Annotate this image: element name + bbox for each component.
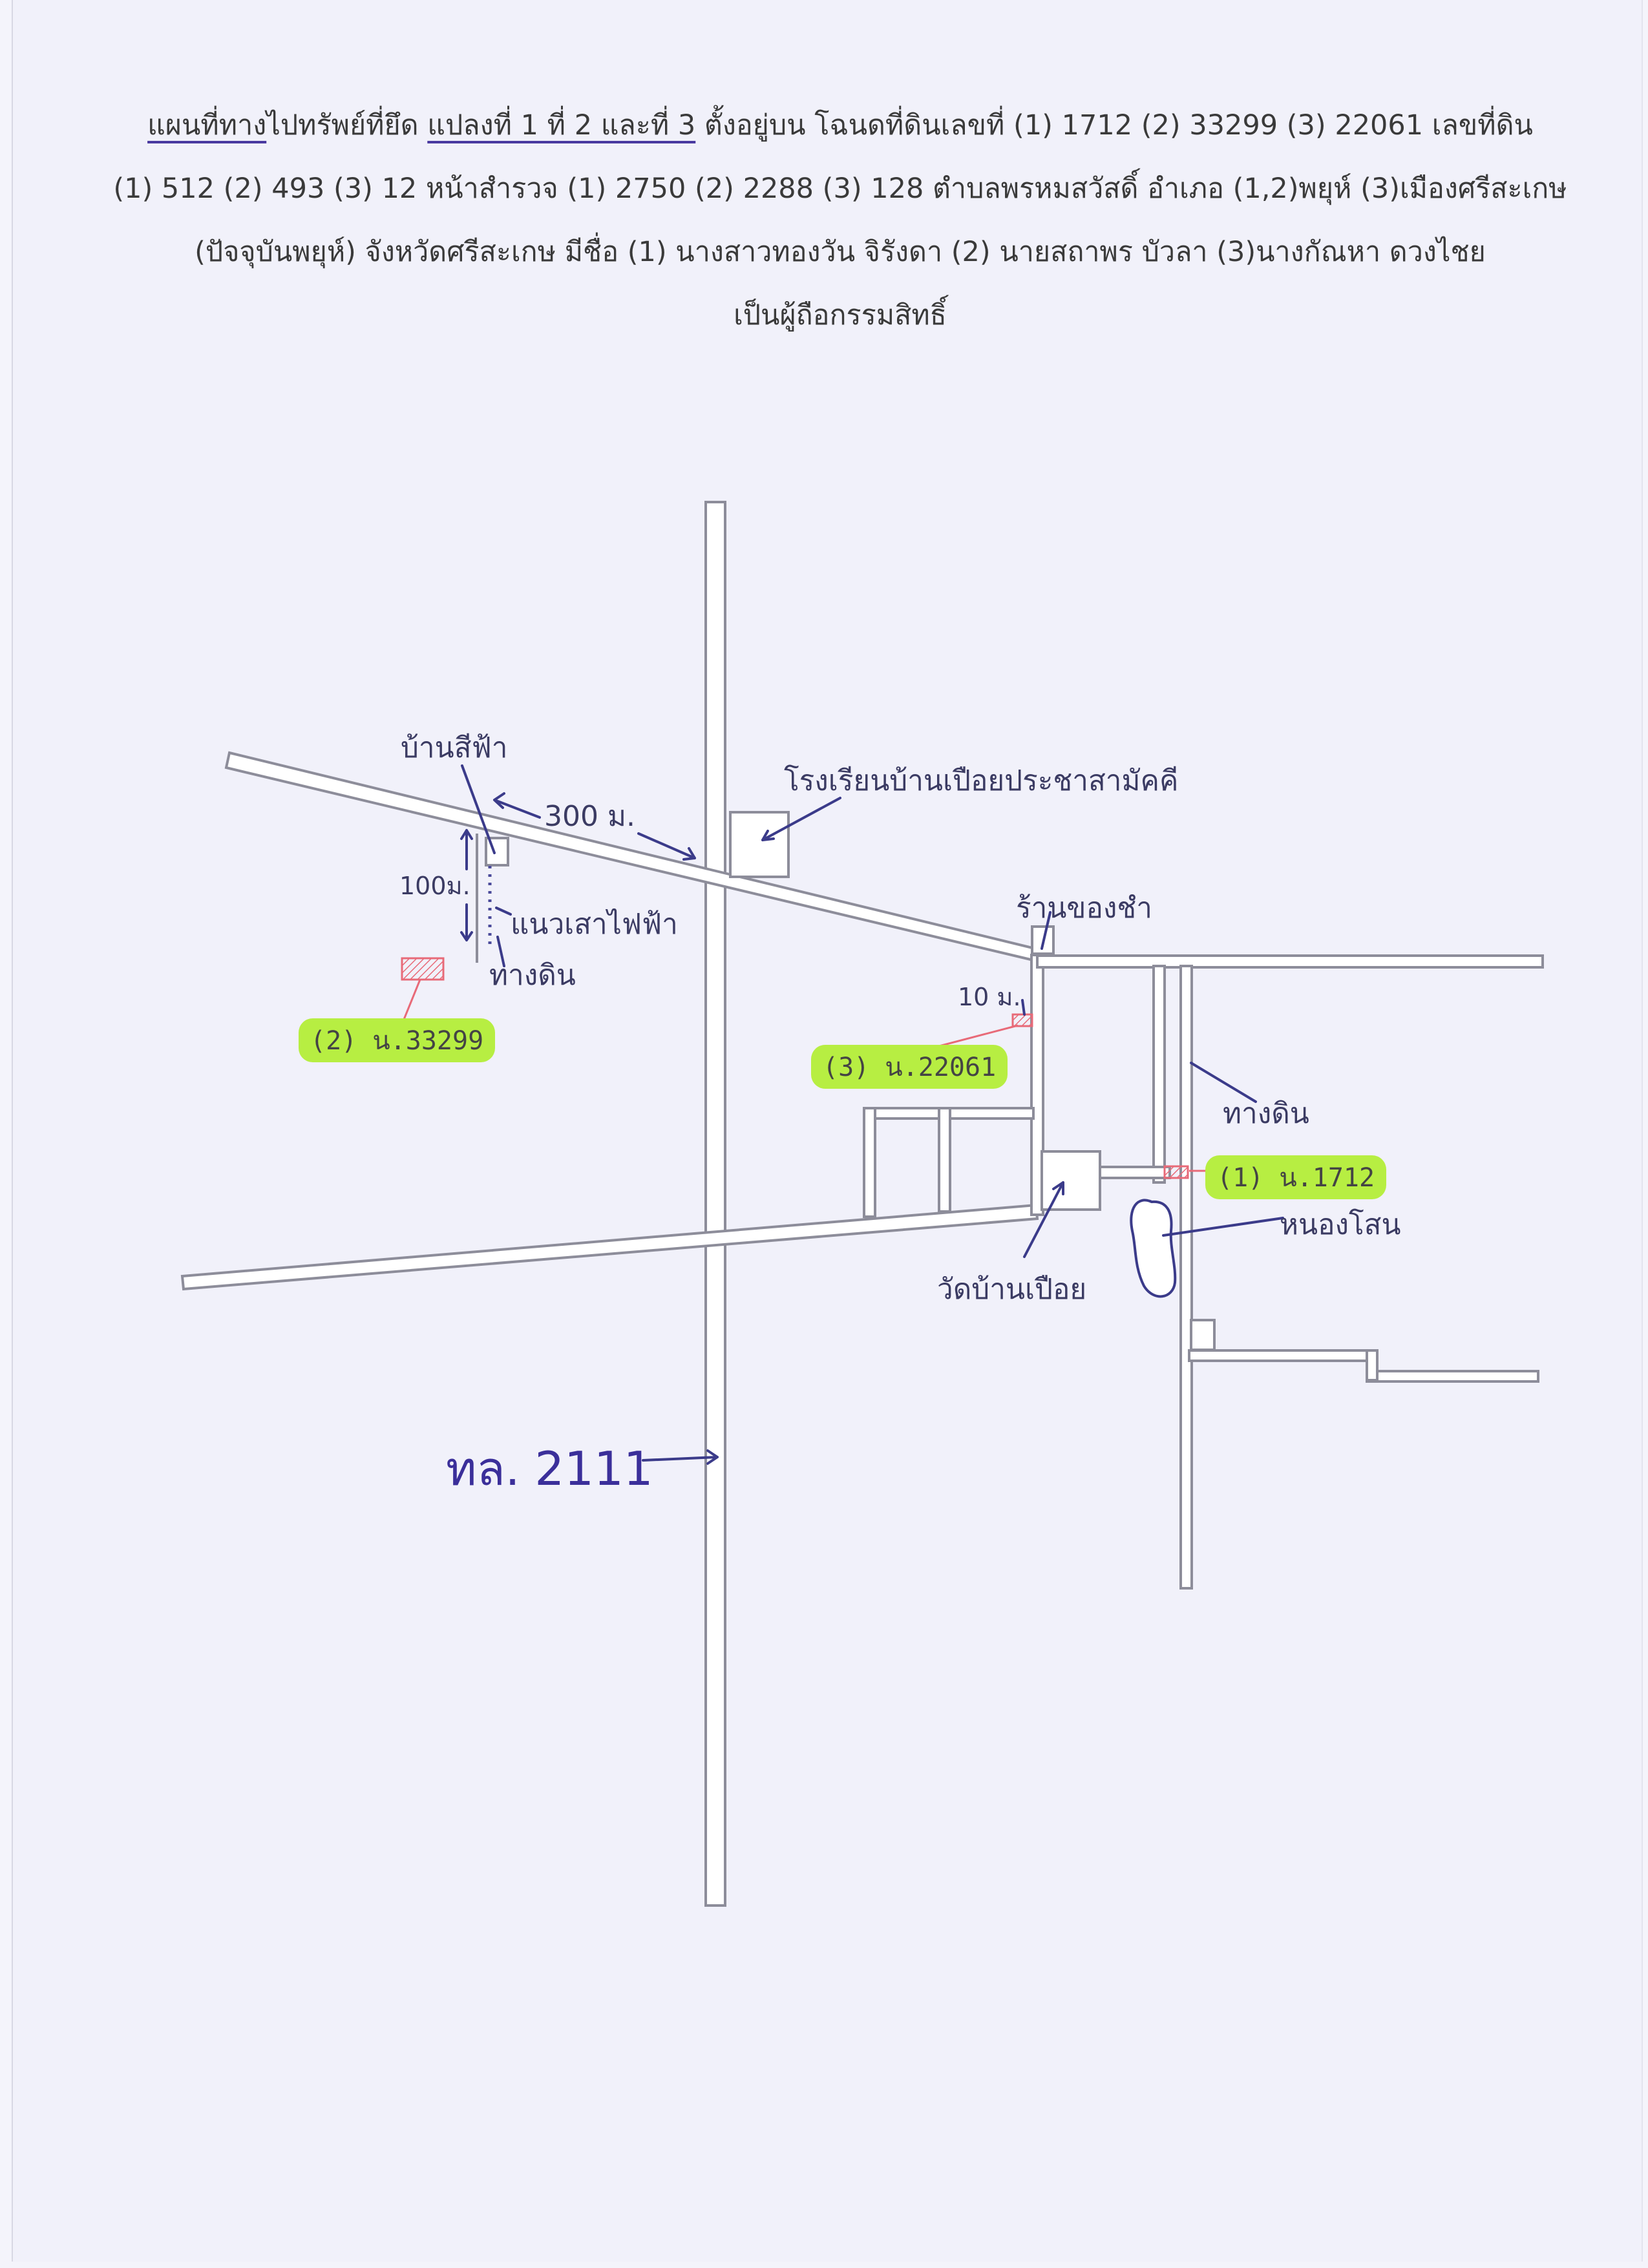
side-lane-vertical (1152, 965, 1166, 1184)
label-school: โรงเรียนบ้านเปือยประชาสามัคคี (784, 764, 1179, 797)
paper-sheet (12, 0, 1643, 2262)
header-map-title: แผนที่ทาง (147, 109, 267, 142)
distance-10-arrow (1021, 999, 1026, 1016)
label-temple: วัดบ้านเปือย (937, 1273, 1087, 1306)
highway-2111-road (704, 501, 726, 1907)
pond-shape (1130, 1199, 1177, 1298)
label-shop: ร้านของชำ (1016, 892, 1152, 925)
shop-arrow (1041, 911, 1051, 950)
south-east-road-a (1188, 1349, 1373, 1362)
header-line-4: เป็นผู้ถือกรรมสิทธิ์ (734, 299, 947, 331)
temple-lane-left (863, 1107, 876, 1218)
label-distance-100: 100ม. (399, 872, 470, 900)
blue-house-arrow (461, 764, 496, 854)
arrow-100-up (460, 829, 473, 870)
arrow-300-left (493, 792, 541, 819)
header-subject: ไปทรัพย์ที่ยึด (266, 109, 428, 142)
arrow-100-down (460, 903, 473, 941)
parcel-3-marker (1011, 1013, 1033, 1027)
label-distance-10: 10 ม. (958, 983, 1021, 1011)
parcel-1-marker (1163, 1165, 1189, 1179)
highway-arrow (642, 1449, 719, 1465)
power-line-arrow (495, 907, 512, 916)
parcel-1-label: (1) น.1712 (1205, 1155, 1387, 1199)
label-highway: ทล. 2111 (446, 1442, 653, 1496)
label-power-pole-line: แนวเสาไฟฟ้า (511, 908, 678, 941)
header-line-3: (ปัจจุบันพยุห์) จังหวัดศรีสะเกษ มีชื่อ (… (195, 236, 1486, 268)
parcel-2-label: (2) น.33299 (299, 1018, 496, 1062)
label-dirt-road-right: ทางดิน (1223, 1097, 1309, 1130)
header-line-2: (1) 512 (2) 493 (3) 12 หน้าสำรวจ (1) 275… (113, 173, 1567, 205)
parcel-2-marker (401, 957, 445, 981)
lower-diagonal-road (180, 1203, 1039, 1291)
arrow-300-right (637, 832, 696, 861)
label-distance-300: 300 ม. (544, 800, 635, 833)
temple-side-path (1099, 1166, 1171, 1179)
document-header: แผนที่ทางไปทรัพย์ที่ยึด แปลงที่ 1 ที่ 2 … (97, 94, 1583, 347)
parcel-2-leader (401, 979, 421, 1025)
header-parcels: แปลงที่ 1 ที่ 2 และที่ 3 (427, 109, 696, 142)
east-road (1036, 954, 1544, 969)
label-pond: หนองโสน (1280, 1208, 1401, 1241)
temple-lane-mid (938, 1107, 951, 1213)
header-deeds: ตั้งอยู่บน โฉนดที่ดินเลขที่ (1) 1712 (2)… (695, 109, 1533, 142)
label-blue-house: บ้านสีฟ้า (401, 731, 508, 764)
school-arrow (761, 797, 841, 841)
header-line-1: แผนที่ทางไปทรัพย์ที่ยึด แปลงที่ 1 ที่ 2 … (97, 94, 1583, 157)
temple-arrow (1023, 1181, 1064, 1258)
dirt-road-left-arrow (496, 936, 505, 967)
school-building (729, 811, 790, 878)
temple-building (1041, 1150, 1101, 1211)
dirt-road-vertical (1179, 965, 1193, 1590)
road-marker-small (1190, 1319, 1216, 1351)
parcel-3-label: (3) น.22061 (811, 1045, 1008, 1089)
dirt-road-right-arrow (1190, 1062, 1257, 1103)
pond-arrow (1162, 1217, 1284, 1237)
south-east-road-step (1366, 1349, 1379, 1381)
south-east-road-b (1366, 1370, 1539, 1383)
label-dirt-road-left: ทางดิน (489, 959, 576, 992)
